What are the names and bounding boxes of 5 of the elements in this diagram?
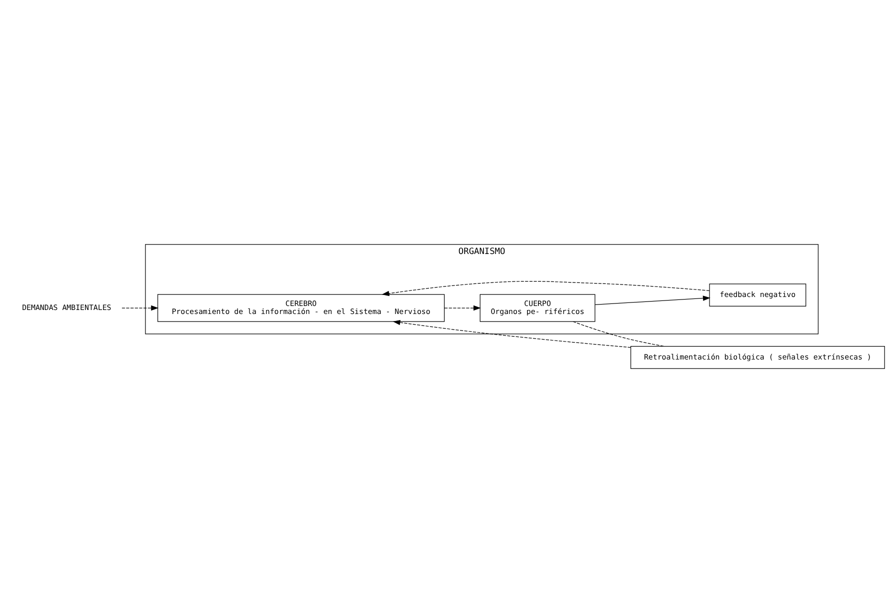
- arrow: [122, 304, 158, 310]
- arrow: [444, 304, 481, 310]
- arrow: [594, 295, 710, 304]
- arrow: [382, 280, 710, 296]
- arrow: [392, 319, 632, 348]
